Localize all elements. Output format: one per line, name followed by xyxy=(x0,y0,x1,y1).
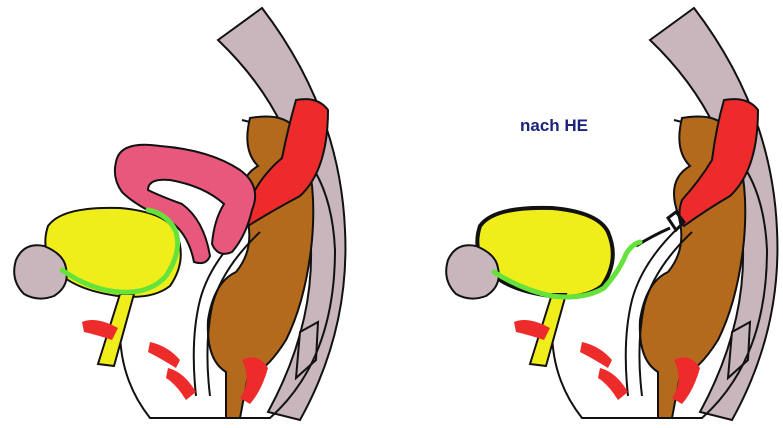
pelvic-floor-shape xyxy=(166,368,196,400)
pelvic-floor-shape xyxy=(148,342,180,368)
pelvic-floor-shape xyxy=(598,368,628,400)
caption-label: nach HE xyxy=(520,116,588,136)
left-panel xyxy=(14,8,345,420)
right-panel xyxy=(446,8,777,420)
pelvic-floor-shape xyxy=(580,342,612,368)
